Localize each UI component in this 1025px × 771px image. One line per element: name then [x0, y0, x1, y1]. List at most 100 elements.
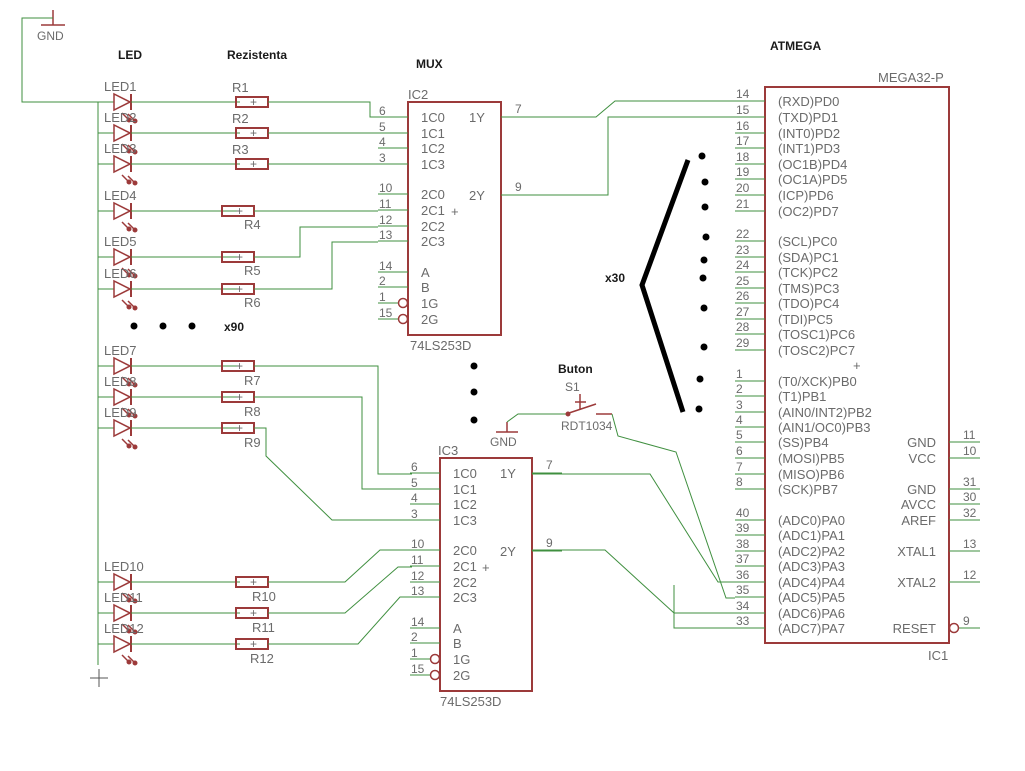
- resistor-label: R5: [244, 263, 261, 278]
- pin-name: (SS)PB4: [778, 435, 829, 450]
- bracket-dot: [699, 274, 707, 282]
- pin-name: (TDI)PC5: [778, 312, 833, 327]
- annotation-led: LED: [118, 48, 142, 62]
- pin-name: 2G: [421, 312, 438, 327]
- led-label: LED4: [104, 188, 137, 203]
- pin-number: 19: [736, 165, 750, 179]
- pin-number: 29: [736, 336, 750, 350]
- led-2: LED2: [98, 110, 240, 155]
- svg-text:+: +: [236, 250, 243, 264]
- led-label: LED12: [104, 621, 144, 636]
- pin-name: 2C0: [421, 187, 445, 202]
- annotation-x90: x90: [224, 320, 244, 334]
- annotation-buton: Buton: [558, 362, 593, 376]
- pin-number: 7: [736, 460, 743, 474]
- pin-number: 31: [963, 475, 977, 489]
- pin-name: 2C0: [453, 543, 477, 558]
- pin-number: 12: [411, 569, 425, 583]
- pin-name: (INT0)PD2: [778, 126, 840, 141]
- svg-text:+: +: [250, 606, 257, 620]
- pin-name: 1C0: [453, 466, 477, 481]
- svg-text:+: +: [236, 390, 243, 404]
- pin-name: (TOSC1)PC6: [778, 327, 855, 342]
- pin-name: 2C3: [421, 234, 445, 249]
- pin-number: 5: [379, 120, 386, 134]
- pin-number: 7: [515, 102, 522, 116]
- cursor-cross: [90, 669, 108, 687]
- ic3-value: 74LS253D: [440, 694, 501, 709]
- led-layer: LED1LED2LED3LED4LED5LED6LED7LED8LED9LED1…: [98, 79, 240, 666]
- pin-number: 9: [515, 180, 522, 194]
- pin-name: 1Y: [500, 466, 516, 481]
- button-value: RDT1034: [561, 419, 613, 433]
- pin-number: 22: [736, 227, 750, 241]
- bracket-dots: [695, 152, 710, 413]
- pin-number: 35: [736, 583, 750, 597]
- pin-number: 13: [379, 228, 393, 242]
- pin-name: A: [453, 621, 462, 636]
- resistor-7: +R7: [221, 359, 261, 388]
- gnd-label-top: GND: [37, 29, 64, 43]
- pin-number: 1: [411, 646, 418, 660]
- pin-name: 2Y: [500, 544, 516, 559]
- pin-number: 5: [736, 428, 743, 442]
- pin-name: (MOSI)PB5: [778, 451, 844, 466]
- pin-name: AREF: [901, 513, 936, 528]
- ic3-name: IC3: [438, 443, 458, 458]
- led-11: LED11: [98, 590, 240, 635]
- resistor-label: R4: [244, 217, 261, 232]
- svg-text:+: +: [250, 95, 257, 109]
- pin-number: 4: [411, 491, 418, 505]
- pin-name: (ADC4)PA4: [778, 575, 845, 590]
- gnd-label-button: GND: [490, 435, 517, 449]
- led-5: LED5: [98, 234, 240, 279]
- svg-text:+: +: [236, 282, 243, 296]
- pin-number: 4: [379, 135, 386, 149]
- pin-number: 18: [736, 150, 750, 164]
- annotation-rezistenta: Rezistenta: [227, 48, 287, 62]
- pin-number: 6: [379, 104, 386, 118]
- pin-name: (TXD)PD1: [778, 110, 838, 125]
- resistor-label: R2: [232, 111, 249, 126]
- resistor-1: +R1: [232, 80, 269, 109]
- ic2-name: IC2: [408, 87, 428, 102]
- pin-number: 39: [736, 521, 750, 535]
- bracket-x30: [639, 159, 691, 413]
- ic2-value: 74LS253D: [410, 338, 471, 353]
- resistor-5: +R5: [221, 250, 261, 278]
- resistor-label: R6: [244, 295, 261, 310]
- pin-number: 11: [963, 428, 976, 442]
- pin-name: GND: [907, 435, 936, 450]
- pin-number: 25: [736, 274, 750, 288]
- led-label: LED11: [104, 590, 143, 605]
- pin-number: 30: [963, 490, 977, 504]
- pin-number: 2: [379, 274, 386, 288]
- pin-name: 2Y: [469, 188, 485, 203]
- pin-name: 1C3: [453, 513, 477, 528]
- pin-number: 12: [379, 213, 393, 227]
- pin-name: AVCC: [901, 497, 936, 512]
- pin-number: 2: [411, 630, 418, 644]
- pin-name: (T1)PB1: [778, 389, 826, 404]
- resistor-8: +R8: [221, 390, 261, 419]
- resistor-label: R7: [244, 373, 261, 388]
- bracket-dot: [700, 304, 708, 312]
- pin-name: 1C3: [421, 157, 445, 172]
- pin-number: 1: [379, 290, 386, 304]
- svg-text:+: +: [451, 204, 459, 219]
- pin-name: 1C1: [421, 126, 445, 141]
- resistor-label: R9: [244, 435, 261, 450]
- pin-number: 10: [411, 537, 425, 551]
- pin-number: 27: [736, 305, 750, 319]
- annotation-atmega: ATMEGA: [770, 39, 821, 53]
- pin-number: 15: [736, 103, 750, 117]
- led-label: LED6: [104, 266, 137, 281]
- bracket-dot: [701, 203, 709, 211]
- svg-text:+: +: [236, 421, 243, 435]
- resistor-label: R11: [252, 620, 275, 635]
- resistor-3: +R3: [232, 142, 269, 171]
- svg-text:+: +: [250, 157, 257, 171]
- pin-number: 36: [736, 568, 750, 582]
- pin-name: 2C3: [453, 590, 477, 605]
- pin-name: 1Y: [469, 110, 485, 125]
